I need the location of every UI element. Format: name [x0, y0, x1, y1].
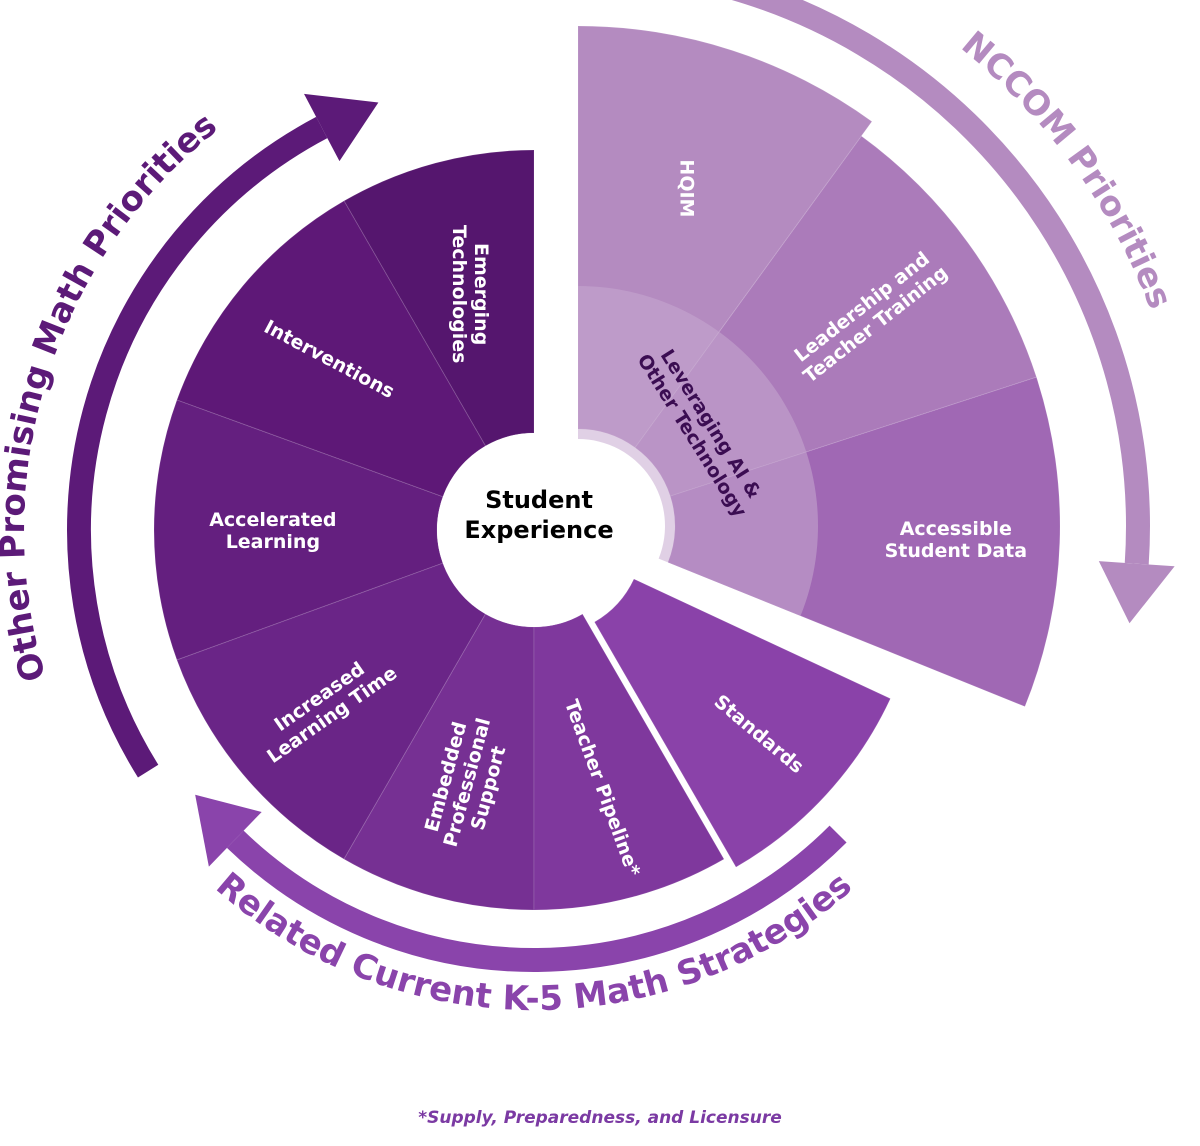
arrow-other-head — [304, 93, 379, 162]
segment-standards — [593, 578, 892, 868]
segment-label-line: Emerging — [470, 243, 492, 345]
arrow-nccom-head — [1098, 561, 1175, 624]
arrow-related-head — [195, 794, 262, 867]
arrow-related-body — [226, 825, 847, 972]
center-hub: Student Experience — [437, 433, 631, 627]
segment-label-line: Technologies — [448, 225, 470, 364]
arrow-related-strategies — [195, 794, 847, 972]
segment-label-line: Accelerated — [209, 509, 336, 531]
arrow-nccom-body — [731, 0, 1150, 565]
segment-label-line: Learning — [226, 531, 320, 553]
center-circle — [437, 433, 631, 627]
footnote: *Supply, Preparedness, and Licensure — [418, 1108, 782, 1128]
segment-label-emerging-technologies: EmergingTechnologies — [448, 225, 492, 364]
center-label-line2: Experience — [464, 516, 613, 544]
overlay-band — [578, 286, 818, 616]
arrow-nccom-priorities — [731, 0, 1175, 624]
arrow-other-body — [67, 116, 328, 778]
segment-label-line: HQIM — [676, 159, 698, 217]
segment-label-line: Student Data — [885, 540, 1028, 562]
center-label-line1: Student — [485, 486, 593, 514]
segment-label-hqim: HQIM — [676, 159, 698, 217]
segment-label-line: Accessible — [900, 518, 1012, 540]
arrow-other-priorities — [67, 93, 379, 778]
